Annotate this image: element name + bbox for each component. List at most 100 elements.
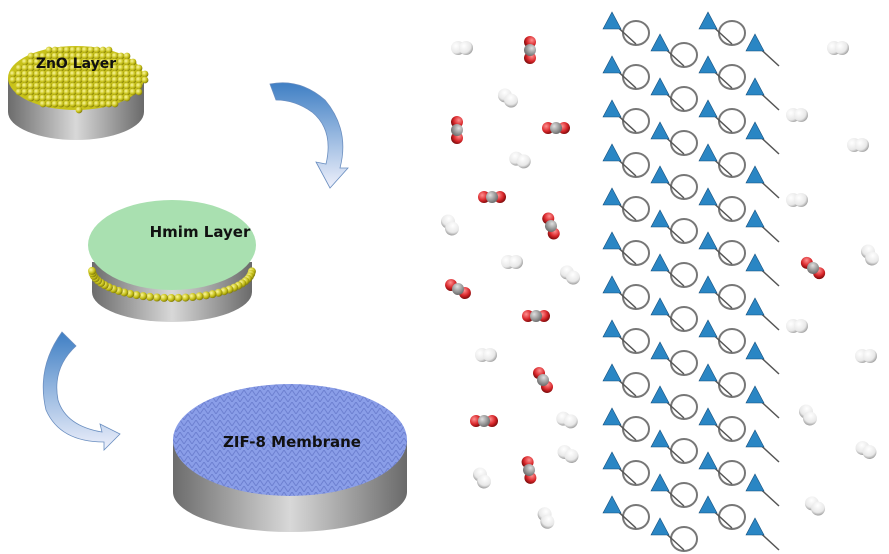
zno-particle bbox=[63, 52, 71, 60]
zno-particle bbox=[81, 46, 89, 54]
zno-particle bbox=[99, 70, 107, 78]
zno-particle bbox=[135, 64, 143, 72]
zno-particle bbox=[75, 106, 83, 114]
zno-particle bbox=[81, 64, 89, 72]
hydrogen-atom bbox=[477, 474, 491, 489]
zno-particle bbox=[93, 94, 101, 102]
co2-molecule bbox=[522, 310, 550, 322]
zn-tetrahedron bbox=[650, 121, 670, 140]
imidazolate-ring bbox=[622, 64, 650, 90]
zno-particle bbox=[111, 82, 119, 90]
zno-particle bbox=[33, 64, 41, 72]
zno-particle bbox=[57, 58, 65, 66]
imidazolate-ring bbox=[718, 108, 746, 134]
zno-particle bbox=[69, 88, 77, 96]
zno-particle bbox=[45, 94, 53, 102]
zno-particle bbox=[51, 70, 59, 78]
zno-particle bbox=[27, 70, 35, 78]
zno-particle bbox=[81, 76, 89, 84]
zno-particle bbox=[51, 76, 59, 84]
zno-particle bbox=[93, 64, 101, 72]
imidazolate-ring bbox=[670, 482, 698, 508]
zno-particle bbox=[51, 82, 59, 90]
zno-particle bbox=[87, 46, 95, 54]
h2-molecule bbox=[557, 445, 579, 463]
zno-particle bbox=[15, 70, 23, 78]
zn-tetrahedron bbox=[745, 517, 765, 536]
zno-particle bbox=[105, 58, 113, 66]
zn-tetrahedron bbox=[698, 407, 718, 426]
zno-particle bbox=[9, 70, 17, 78]
zno-particle bbox=[39, 100, 47, 108]
zno-particle bbox=[33, 82, 41, 90]
zn-tetrahedron bbox=[650, 253, 670, 272]
zno-particle bbox=[117, 58, 125, 66]
zno-particle bbox=[141, 76, 149, 84]
zno-particle bbox=[57, 64, 65, 72]
zn-tetrahedron bbox=[602, 143, 622, 162]
zno-particle bbox=[63, 88, 71, 96]
hydrogen-atom bbox=[540, 514, 555, 529]
h2-molecule bbox=[804, 496, 826, 516]
imidazolate-ring bbox=[622, 196, 650, 222]
zno-particle bbox=[21, 70, 29, 78]
zno-particle bbox=[195, 292, 204, 301]
zno-particle bbox=[45, 58, 53, 66]
zno-particle bbox=[152, 293, 161, 302]
h2-molecule bbox=[451, 41, 473, 55]
zno-particle bbox=[105, 76, 113, 84]
zno-particle bbox=[117, 52, 125, 60]
zno-particle bbox=[33, 94, 41, 102]
hydrogen-atom bbox=[794, 193, 808, 207]
zn-tetrahedron bbox=[602, 319, 622, 338]
zn-tetrahedron bbox=[745, 297, 765, 316]
zno-particle bbox=[57, 100, 65, 108]
zno-particle bbox=[111, 64, 119, 72]
zno-particle bbox=[39, 94, 47, 102]
h2-molecule bbox=[847, 138, 869, 152]
zn-tetrahedron bbox=[698, 187, 718, 206]
zno-particle bbox=[132, 291, 141, 300]
zn-tetrahedron bbox=[698, 143, 718, 162]
zn-tetrahedron bbox=[602, 99, 622, 118]
hydrogen-atom bbox=[483, 348, 497, 362]
zno-particle bbox=[75, 52, 83, 60]
hydrogen-atom bbox=[459, 41, 473, 55]
zno-particle bbox=[57, 88, 65, 96]
h2-molecule bbox=[799, 404, 817, 426]
imidazolate-ring bbox=[718, 240, 746, 266]
zno-particle bbox=[117, 70, 125, 78]
zno-particle bbox=[123, 70, 131, 78]
zno-particle bbox=[75, 88, 83, 96]
zno-particle bbox=[57, 94, 65, 102]
zno-particle bbox=[75, 100, 83, 108]
zno-particle bbox=[123, 82, 131, 90]
zno-particle bbox=[21, 76, 29, 84]
zno-particle bbox=[167, 293, 176, 302]
zno-particle bbox=[111, 76, 119, 84]
zno-particle bbox=[87, 94, 95, 102]
imidazolate-ring bbox=[622, 108, 650, 134]
zno-particle bbox=[63, 100, 71, 108]
zno-particle bbox=[135, 82, 143, 90]
zno-particle bbox=[15, 88, 23, 96]
zno-particle bbox=[135, 88, 143, 96]
hydrogen-atom bbox=[863, 349, 877, 363]
zno-particle bbox=[105, 94, 113, 102]
zno-particle bbox=[39, 64, 47, 72]
zno-particle bbox=[57, 70, 65, 78]
carbon-atom bbox=[523, 464, 535, 476]
zno-particle bbox=[126, 289, 135, 298]
zn-tetrahedron bbox=[602, 275, 622, 294]
zno-particle bbox=[27, 76, 35, 84]
zno-particle bbox=[105, 100, 113, 108]
zno-particle bbox=[81, 58, 89, 66]
zn-tetrahedron bbox=[745, 473, 765, 492]
zno-particle bbox=[69, 58, 77, 66]
zif8-framework-structure bbox=[602, 11, 780, 552]
zno-particle bbox=[75, 94, 83, 102]
zn-tetrahedron bbox=[698, 11, 718, 30]
imidazolate-ring bbox=[670, 262, 698, 288]
zno-particles bbox=[88, 266, 256, 302]
zno-particle bbox=[45, 70, 53, 78]
